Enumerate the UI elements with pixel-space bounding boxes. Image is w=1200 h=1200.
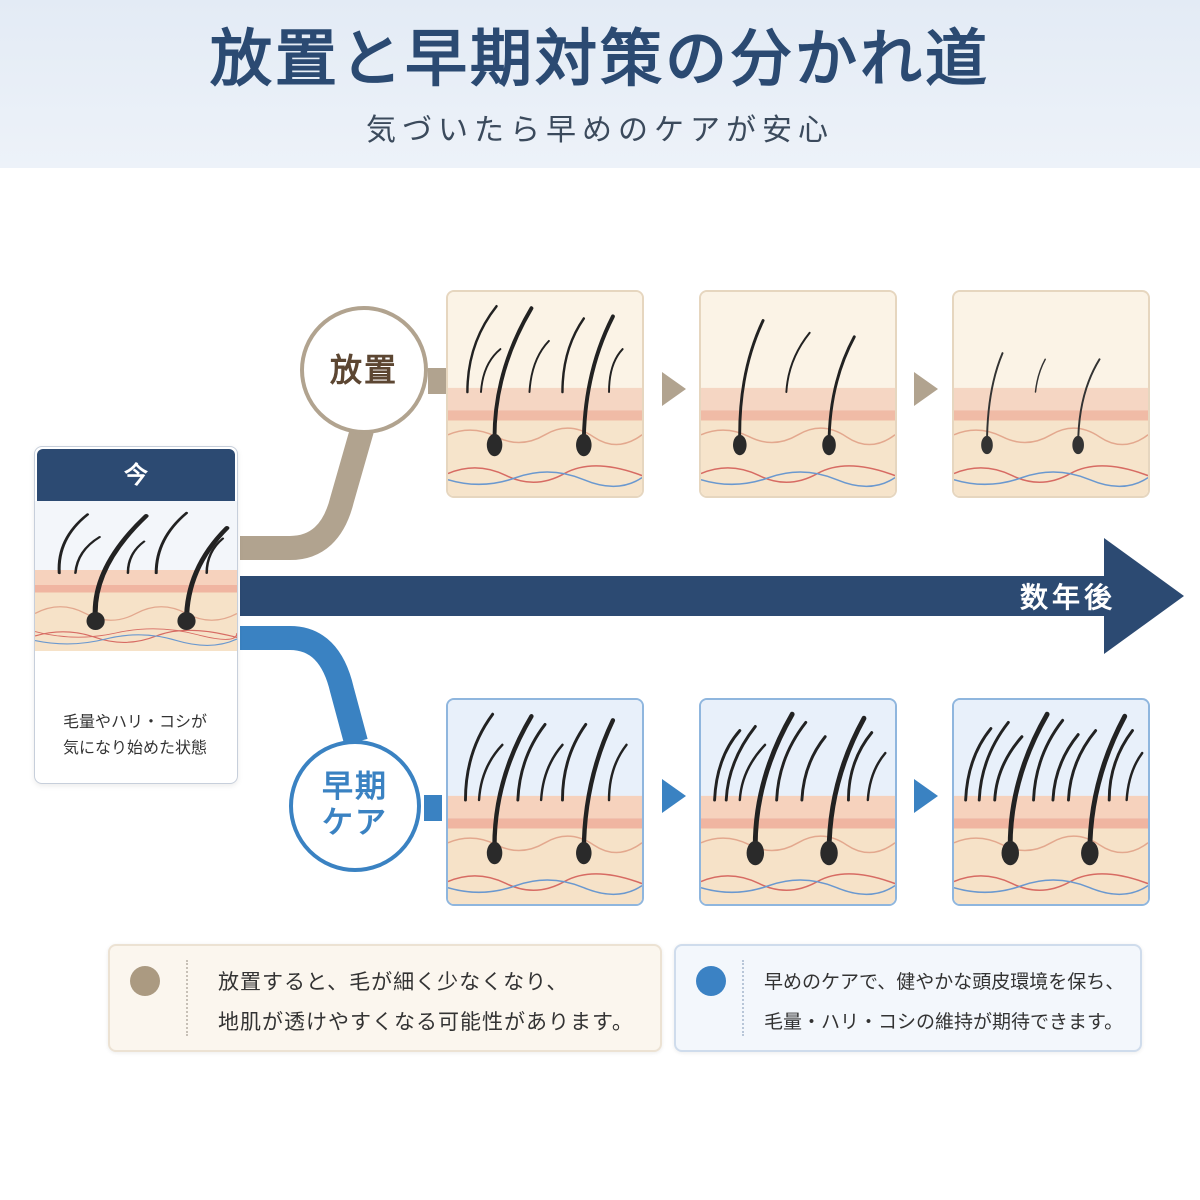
- scalp-illustration: [954, 292, 1148, 496]
- current-state-header: 今: [37, 449, 235, 501]
- scalp-illustration: [701, 292, 895, 496]
- early-step-arrow: [662, 779, 686, 813]
- neglect-stage-1: [446, 290, 644, 498]
- scalp-illustration: [954, 700, 1148, 904]
- neglect-stage-3: [952, 290, 1150, 498]
- neglect-note-text: 放置すると、毛が細く少なくなり、 地肌が透けやすくなる可能性があります。: [218, 962, 634, 1042]
- early-step-arrow: [914, 779, 938, 813]
- neglect-connector: [240, 426, 374, 560]
- scalp-illustration: [448, 700, 642, 904]
- current-state-caption: 毛量やハリ・コシが 気になり始めた状態: [35, 709, 235, 761]
- neglect-dot-icon: [130, 966, 160, 996]
- scalp-illustration: [35, 501, 237, 651]
- early-dot-icon: [696, 966, 726, 996]
- caption-line: 毛量やハリ・コシが: [62, 712, 207, 731]
- early-care-stage-3: [952, 698, 1150, 906]
- neglect-stage-2: [699, 290, 897, 498]
- caption-line: 気になり始めた状態: [62, 738, 207, 757]
- early-care-stage-1: [446, 698, 644, 906]
- note-line: 毛量・ハリ・コシの維持が期待できます。: [764, 1011, 1124, 1033]
- header-banner: 放置と早期対策の分かれ道 気づいたら早めのケアが安心: [0, 0, 1200, 168]
- early-care-stage-2: [699, 698, 897, 906]
- page-title: 放置と早期対策の分かれ道: [209, 22, 990, 95]
- neglect-note: 放置すると、毛が細く少なくなり、 地肌が透けやすくなる可能性があります。: [108, 944, 662, 1052]
- note-line: 放置すると、毛が細く少なくなり、: [218, 970, 569, 994]
- early-connector: [240, 626, 368, 746]
- years-arrow: [240, 538, 1184, 654]
- neglect-step-arrow: [662, 372, 686, 406]
- note-line: 早めのケアで、健やかな頭皮環境を保ち、: [764, 971, 1125, 993]
- note-line: 地肌が透けやすくなる可能性があります。: [218, 1010, 634, 1034]
- early-care-note: 早めのケアで、健やかな頭皮環境を保ち、 毛量・ハリ・コシの維持が期待できます。: [674, 944, 1142, 1052]
- years-later-label: 数年後: [1020, 581, 1117, 614]
- scalp-illustration: [448, 292, 642, 496]
- page-subtitle: 気づいたら早めのケアが安心: [366, 113, 834, 148]
- neglect-label: 放置: [329, 350, 398, 389]
- current-state-card: 今 毛量やハリ・コシが 気になり始めた状態: [34, 446, 238, 784]
- early-care-note-text: 早めのケアで、健やかな頭皮環境を保ち、 毛量・ハリ・コシの維持が期待できます。: [764, 962, 1124, 1042]
- early-care-label-line2: ケア: [322, 805, 388, 841]
- neglect-stub: [428, 368, 446, 394]
- early-stub: [424, 795, 442, 821]
- scalp-illustration: [701, 700, 895, 904]
- note-divider: [186, 960, 188, 1036]
- note-divider: [742, 960, 744, 1036]
- early-care-label-line1: 早期: [322, 769, 388, 806]
- early-care-label: 早期 ケア: [289, 740, 421, 872]
- neglect-step-arrow: [914, 372, 938, 406]
- neglect-circle: [300, 306, 428, 434]
- early-circle: [289, 740, 421, 872]
